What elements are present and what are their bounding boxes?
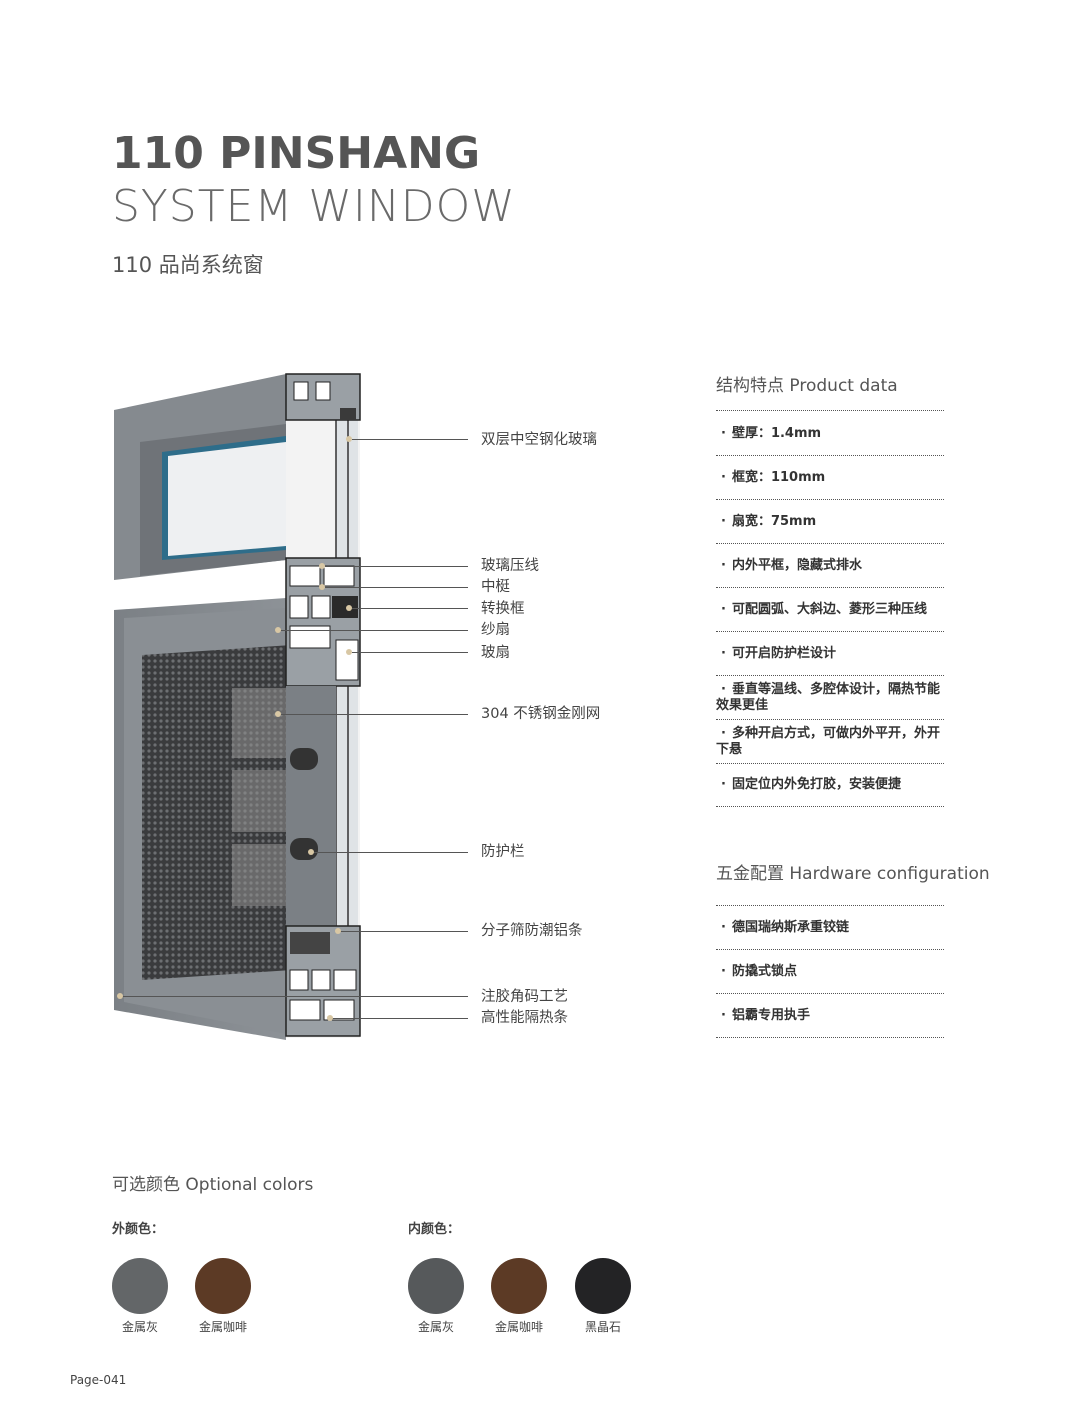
leader-dot (346, 436, 352, 442)
leader-dot (327, 1015, 333, 1021)
diagram-label: 高性能隔热条 (481, 1010, 568, 1026)
leader-dot (319, 584, 325, 590)
divider (716, 1037, 944, 1038)
leader-dot (346, 605, 352, 611)
list-item: ·多种开启方式，可做内外平开，外开下悬 (716, 726, 940, 757)
inner-color-label: 内颜色： (408, 1222, 461, 1237)
diagram-label: 防护栏 (481, 844, 525, 860)
diagram-label: 304 不锈钢金刚网 (481, 706, 601, 722)
divider (716, 993, 944, 994)
divider (716, 587, 944, 588)
divider (716, 763, 944, 764)
list-item: ·扇宽：75mm (721, 514, 817, 529)
leader-dot (275, 627, 281, 633)
color-swatch-inner-black[interactable] (575, 1258, 631, 1314)
leader-dot (117, 993, 123, 999)
leader-dot (319, 563, 325, 569)
color-name: 金属咖啡 (198, 1320, 247, 1334)
color-name: 黑晶石 (584, 1320, 621, 1334)
divider (716, 631, 944, 632)
color-swatch-outer-gray[interactable] (112, 1258, 168, 1314)
diagram-label: 中梃 (481, 579, 510, 595)
leader-line (352, 652, 468, 653)
leader-line (325, 587, 468, 588)
list-item: ·固定位内外免打胶，安装便捷 (721, 777, 901, 792)
divider (716, 905, 944, 906)
list-item: ·内外平框，隐藏式排水 (721, 558, 862, 573)
diagram-label: 注胶角码工艺 (481, 989, 568, 1005)
outer-color-label: 外颜色： (112, 1222, 165, 1237)
hardware-title: 五金配置 Hardware configuration (716, 864, 990, 884)
list-item: ·铝霸专用执手 (721, 1008, 810, 1023)
list-item: ·德国瑞纳斯承重铰链 (721, 920, 849, 935)
leader-line (325, 566, 468, 567)
diagram-label: 纱扇 (481, 622, 510, 638)
leader-line (332, 1018, 468, 1019)
color-swatch-inner-gray[interactable] (408, 1258, 464, 1314)
diagram-label: 玻扇 (481, 645, 510, 661)
leader-line (352, 608, 468, 609)
leader-line (280, 630, 468, 631)
leader-line (352, 439, 468, 440)
leader-line (313, 852, 468, 853)
page-subtitle: SYSTEM WINDOW (112, 181, 516, 232)
colors-title: 可选颜色 Optional colors (112, 1175, 314, 1195)
color-swatch-outer-coffee[interactable] (195, 1258, 251, 1314)
product-data-title: 结构特点 Product data (716, 376, 898, 396)
leader-dot (346, 649, 352, 655)
leader-line (280, 714, 468, 715)
list-item: ·防撬式锁点 (721, 964, 797, 979)
color-name: 金属灰 (417, 1320, 454, 1334)
color-name: 金属灰 (121, 1320, 158, 1334)
list-item: ·框宽：110mm (721, 470, 826, 485)
divider (716, 543, 944, 544)
page-title: 110 PINSHANG (112, 128, 481, 179)
divider (716, 410, 944, 411)
divider (716, 806, 944, 807)
leader-line (340, 931, 468, 932)
divider (716, 949, 944, 950)
leader-dot (275, 711, 281, 717)
window-section-illustration (114, 373, 361, 1040)
list-item: ·垂直等温线、多腔体设计，隔热节能效果更佳 (716, 682, 940, 713)
list-item: ·可配圆弧、大斜边、菱形三种压线 (721, 602, 927, 617)
diagram-label: 转换框 (481, 601, 525, 617)
divider (716, 455, 944, 456)
diagram-label: 双层中空钢化玻璃 (481, 432, 597, 448)
page-number: Page-041 (70, 1373, 127, 1387)
leader-dot (335, 928, 341, 934)
color-swatch-inner-coffee[interactable] (491, 1258, 547, 1314)
divider (716, 675, 944, 676)
diagram-label: 玻璃压线 (481, 558, 539, 574)
divider (716, 719, 944, 720)
color-name: 金属咖啡 (494, 1320, 543, 1334)
leader-line (122, 996, 468, 997)
diagram-label: 分子筛防潮铝条 (481, 923, 583, 939)
divider (716, 499, 944, 500)
list-item: ·壁厚：1.4mm (721, 426, 822, 441)
page-title-cn: 110 品尚系统窗 (112, 253, 264, 277)
list-item: ·可开启防护栏设计 (721, 646, 836, 661)
leader-dot (308, 849, 314, 855)
